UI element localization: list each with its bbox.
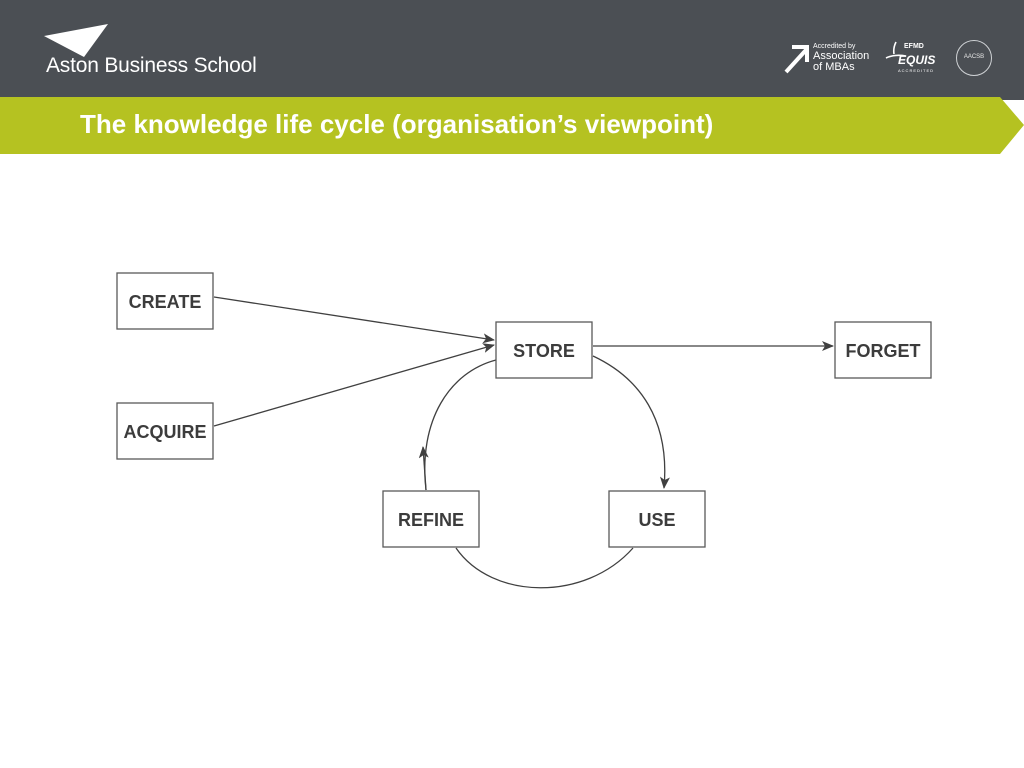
- title-band: [0, 97, 1024, 154]
- node-forget-label: FORGET: [846, 341, 921, 361]
- node-refine-label: REFINE: [398, 510, 464, 530]
- slide-title: The knowledge life cycle (organisation’s…: [80, 109, 714, 139]
- amba-arrow-icon: [784, 45, 809, 74]
- node-acquire: ACQUIRE: [116, 402, 214, 460]
- edge-use-refine: [455, 547, 634, 589]
- node-store: STORE: [495, 321, 593, 379]
- equis-swoosh-icon: [885, 41, 907, 59]
- aston-logo-icon: [44, 24, 108, 57]
- equis-sub-text: ACCREDITED: [898, 68, 935, 73]
- node-forget: FORGET: [834, 321, 932, 379]
- equis-efmd-text: EFMD: [904, 43, 924, 50]
- node-store-label: STORE: [513, 341, 575, 361]
- header-bar: Aston Business School Accredited by Asso…: [0, 0, 1024, 100]
- amba-accreditation: Accredited by Association of MBAs: [782, 40, 874, 78]
- node-use: USE: [608, 490, 706, 548]
- edge-refine-store-arrow: [418, 446, 429, 491]
- node-use-label: USE: [638, 510, 675, 530]
- aacsb-text: AACSB: [963, 54, 985, 60]
- amba-line2: of MBAs: [813, 61, 855, 73]
- equis-main-text: EQUIS: [898, 53, 936, 67]
- edge-create-store: [213, 296, 495, 344]
- node-create: CREATE: [116, 272, 214, 330]
- amba-small-text: Accredited by: [813, 43, 856, 50]
- equis-accreditation: EFMD EQUIS ACCREDITED: [884, 40, 940, 78]
- node-create-label: CREATE: [129, 292, 202, 312]
- amba-line1: Association: [813, 50, 870, 62]
- school-name: Aston Business School: [46, 54, 257, 77]
- edge-refine-store: [424, 359, 497, 491]
- node-acquire-label: ACQUIRE: [123, 422, 206, 442]
- edge-store-use: [592, 355, 670, 489]
- node-refine: REFINE: [382, 490, 480, 548]
- edge-acquire-store: [213, 343, 495, 427]
- aacsb-seal-icon: AACSB: [956, 40, 992, 76]
